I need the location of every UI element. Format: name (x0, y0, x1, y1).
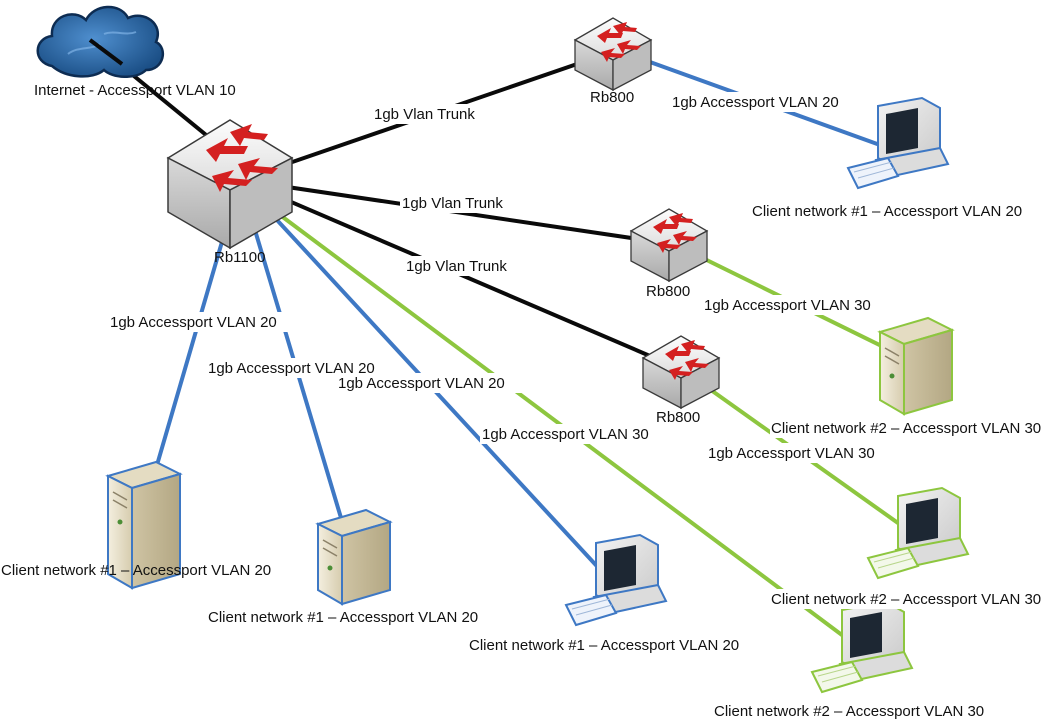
link-label-access-center-pc: 1gb Accessport VLAN 20 (338, 375, 505, 392)
link-internet-overlay (88, 38, 124, 66)
client-pc-bottom-label: Client network #2 – Accessport VLAN 30 (714, 703, 984, 720)
link-label-access-bottom: 1gb Accessport VLAN 30 (482, 426, 649, 443)
link-label-trunk-mid: 1gb Vlan Trunk (402, 195, 503, 212)
link-label-trunk-low: 1gb Vlan Trunk (406, 258, 507, 275)
link-label-trunk-top: 1gb Vlan Trunk (374, 106, 475, 123)
router-icon (573, 17, 653, 92)
client-tower-left-label: Client network #1 – Accessport VLAN 20 (1, 562, 271, 579)
link-label-access-top-right: 1gb Accessport VLAN 20 (672, 94, 839, 111)
workstation-icon (810, 600, 914, 694)
link-label-access-center: 1gb Accessport VLAN 20 (208, 360, 375, 377)
link-label-access-mid-right: 1gb Accessport VLAN 30 (704, 297, 871, 314)
link-labels: 1gb Vlan Trunk 1gb Vlan Trunk 1gb Vlan T… (108, 92, 892, 463)
client-pc-center-label: Client network #1 – Accessport VLAN 20 (469, 637, 739, 654)
rb800-mid-label: Rb800 (646, 283, 690, 300)
workstation-icon (846, 96, 950, 190)
node-labels: Internet - Accessport VLAN 10 Rb1100 Rb8… (1, 82, 1056, 720)
link-label-access-low-right: 1gb Accessport VLAN 30 (708, 445, 875, 462)
server-tower-icon (315, 508, 393, 606)
link-label-access-left: 1gb Accessport VLAN 20 (110, 314, 277, 331)
rb800-top-label: Rb800 (590, 89, 634, 106)
core-router-label: Rb1100 (214, 249, 265, 266)
client-tower-center-label: Client network #1 – Accessport VLAN 20 (208, 609, 478, 626)
client-pc-top-right-label: Client network #1 – Accessport VLAN 20 (752, 203, 1022, 220)
router-icon (166, 119, 294, 250)
server-tower-icon (105, 460, 183, 590)
internet-label: Internet - Accessport VLAN 10 (34, 82, 236, 99)
router-icon (629, 208, 709, 283)
router-icon (641, 335, 721, 410)
rb800-low-label: Rb800 (656, 409, 700, 426)
server-tower-icon (877, 316, 955, 416)
cloud-icon (36, 5, 165, 78)
client-pc-right-mid-label: Client network #2 – Accessport VLAN 30 (771, 591, 1041, 608)
workstation-icon (866, 486, 970, 580)
client-tower-right-label: Client network #2 – Accessport VLAN 30 (771, 420, 1041, 437)
workstation-icon (564, 533, 668, 627)
